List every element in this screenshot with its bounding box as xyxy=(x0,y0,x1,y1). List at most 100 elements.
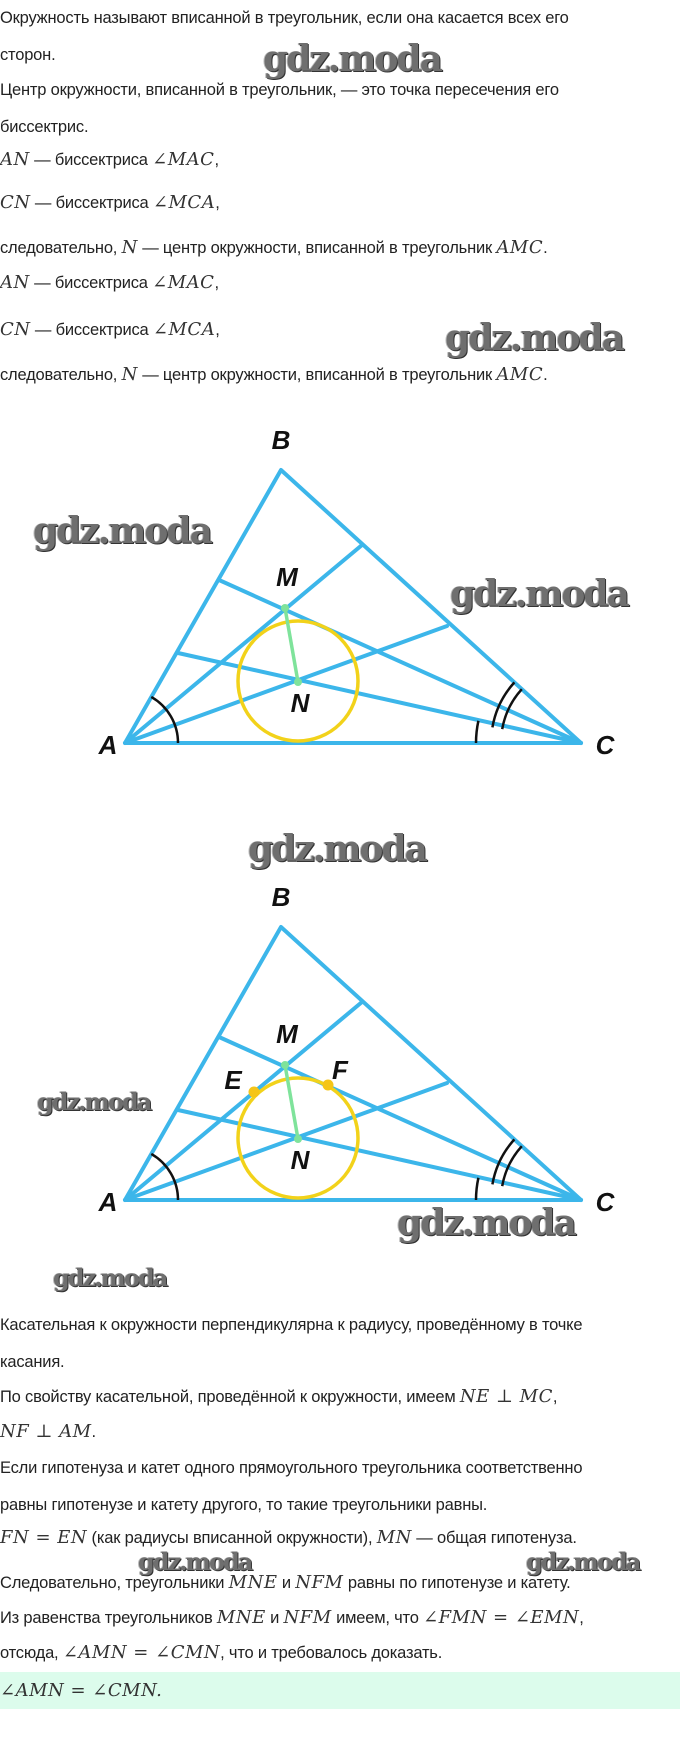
bisector-am xyxy=(123,1000,364,1202)
math-expression: CN xyxy=(0,192,31,213)
watermark: gdz.moda xyxy=(37,1087,152,1116)
label-b: B xyxy=(272,882,291,912)
math-expression: ∠MAC xyxy=(152,149,215,170)
text-line: Центр окружности, вписанной в треугольни… xyxy=(0,78,559,102)
point-f xyxy=(322,1079,334,1091)
text-segment: . xyxy=(543,239,548,257)
angle-arc-a xyxy=(150,695,180,744)
text-line: CN — биссектриса ∠MCA, xyxy=(0,191,220,215)
text-line: Если гипотенуза и катет одного прямоугол… xyxy=(0,1456,583,1480)
text-segment: Если гипотенуза и катет одного прямоугол… xyxy=(0,1459,583,1477)
math-expression: ∠FMN = ∠EMN xyxy=(423,1607,580,1628)
math-expression: AN xyxy=(0,149,30,170)
text-line: отсюда, ∠AMN = ∠CMN, что и требовалось д… xyxy=(0,1641,442,1665)
text-segment: — биссектриса xyxy=(30,194,153,212)
angle-arc-c-single xyxy=(474,1177,480,1201)
watermark: gdz.moda xyxy=(138,1547,253,1576)
text-segment: имеем, что xyxy=(331,1609,424,1627)
text-segment: (как радиусы вписанной окружности), xyxy=(87,1529,377,1547)
inscribed-circle xyxy=(236,619,360,743)
text-segment: сторон. xyxy=(0,46,56,64)
watermark: gdz.moda xyxy=(263,38,443,80)
angle-marks xyxy=(150,1138,523,1201)
text-segment: , xyxy=(215,321,220,339)
text-segment: , xyxy=(552,1388,558,1406)
watermark: gdz.moda xyxy=(33,510,213,552)
triangle-lines xyxy=(123,925,583,1202)
text-line: AN — биссектриса ∠MAC, xyxy=(0,271,219,295)
math-expression: NF ⊥ AM xyxy=(0,1421,92,1442)
angle-arc-c-double-2 xyxy=(491,1138,516,1185)
text-line: равны гипотенузе и катету другого, то та… xyxy=(0,1493,487,1517)
triangle-diagram-1: B M N A C xyxy=(98,425,616,760)
watermark: gdz.moda xyxy=(450,573,630,615)
text-line: AN — биссектриса ∠MAC, xyxy=(0,148,219,172)
text-segment: — общая гипотенуза. xyxy=(411,1529,577,1547)
bisector-cm xyxy=(217,578,583,745)
math-expression: NFM xyxy=(295,1572,344,1593)
math-expression: ∠AMN = ∠CMN. xyxy=(0,1680,163,1701)
angle-marks xyxy=(150,681,523,744)
text-segment: Касательная к окружности перпендикулярна… xyxy=(0,1316,583,1334)
triangle-lines xyxy=(123,468,583,745)
bisector-cm xyxy=(217,1035,583,1202)
text-segment: Окружность называют вписанной в треуголь… xyxy=(0,9,569,27)
angle-arc-c-single xyxy=(474,720,480,744)
text-line: FN = EN (как радиусы вписанной окружност… xyxy=(0,1526,577,1550)
text-line: Из равенства треугольников MNE и NFM име… xyxy=(0,1606,584,1630)
text-segment: отсюда, xyxy=(0,1644,63,1662)
point-n xyxy=(294,1135,302,1143)
math-expression: ∠MCA xyxy=(152,192,216,213)
bisector-cn xyxy=(176,1108,583,1202)
bisector-am xyxy=(123,543,364,745)
text-line: Касательная к окружности перпендикулярна… xyxy=(0,1313,583,1337)
inscribed-circle xyxy=(236,1076,360,1200)
math-expression: N xyxy=(121,364,138,385)
text-segment: , xyxy=(214,274,219,292)
text-line: сторон. xyxy=(0,43,56,67)
label-f: F xyxy=(332,1055,349,1085)
label-c: C xyxy=(596,730,616,760)
label-n: N xyxy=(291,688,311,718)
triangle-abc xyxy=(123,925,583,1202)
text-segment: — биссектриса xyxy=(29,151,153,169)
text-segment: — биссектриса xyxy=(30,321,153,339)
point-m xyxy=(281,604,289,612)
segment-mn xyxy=(283,607,300,683)
tangent-points: E F xyxy=(224,1055,349,1098)
text-line: CN — биссектриса ∠MCA, xyxy=(0,318,220,342)
watermark: gdz.moda xyxy=(248,828,428,870)
label-n: N xyxy=(291,1145,311,1175)
math-expression: MNE xyxy=(228,1572,278,1593)
watermark: gdz.moda xyxy=(53,1263,168,1292)
text-line: биссектрис. xyxy=(0,115,89,139)
label-b: B xyxy=(272,425,291,455)
text-segment: следовательно, xyxy=(0,366,122,384)
text-segment: , xyxy=(214,151,219,169)
angle-arc-c-double-2 xyxy=(491,681,516,728)
text-segment: , xyxy=(579,1609,584,1627)
text-segment: равны по гипотенузе и катету. xyxy=(343,1574,571,1592)
triangle-abc xyxy=(123,468,583,745)
math-expression: AN xyxy=(0,272,30,293)
label-a: A xyxy=(98,730,118,760)
label-m: M xyxy=(276,562,299,592)
watermark: gdz.moda xyxy=(397,1202,577,1244)
point-m xyxy=(281,1061,289,1069)
text-segment: равны гипотенузе и катету другого, то та… xyxy=(0,1496,488,1514)
text-segment: — центр окружности, вписанной в треуголь… xyxy=(137,366,497,384)
text-segment: По свойству касательной, проведённой к о… xyxy=(0,1388,460,1406)
math-expression: ∠AMN = ∠CMN xyxy=(62,1642,221,1663)
text-segment: и xyxy=(265,1609,284,1627)
text-segment: Из равенства треугольников xyxy=(0,1609,217,1627)
label-e: E xyxy=(224,1065,242,1095)
point-e xyxy=(248,1086,260,1098)
text-segment: . xyxy=(543,366,548,384)
text-line: следовательно, N — центр окружности, впи… xyxy=(0,236,548,260)
answer-line: ∠AMN = ∠CMN. xyxy=(0,1678,162,1703)
label-c: C xyxy=(596,1187,616,1217)
text-segment: , что и требовалось доказать. xyxy=(220,1644,443,1662)
text-segment: , xyxy=(215,194,220,212)
watermark: gdz.moda xyxy=(445,317,625,359)
